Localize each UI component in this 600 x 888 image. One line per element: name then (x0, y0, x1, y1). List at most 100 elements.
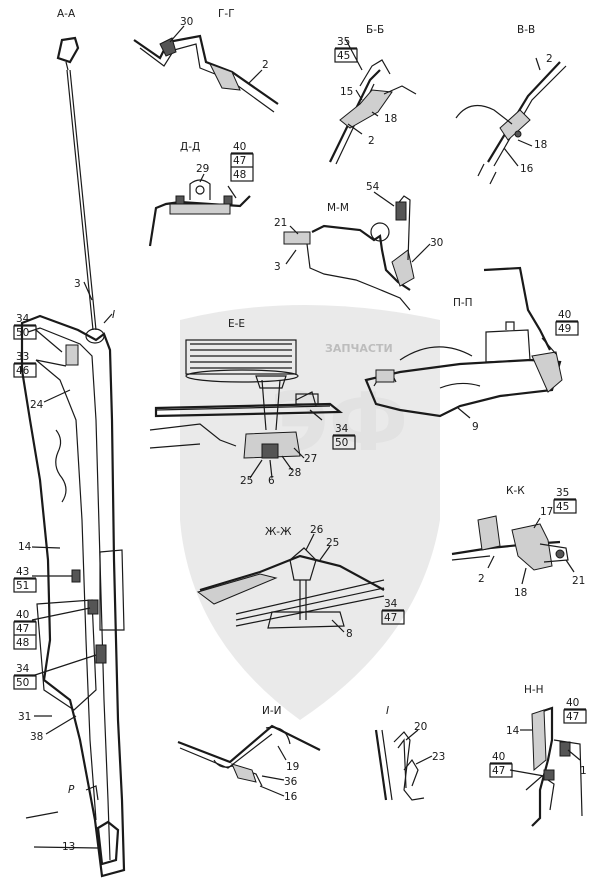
detail-i-marker: I (112, 309, 115, 321)
section-vv: В-В 2 18 16 (455, 24, 567, 185)
callout-3: 3 (74, 278, 81, 290)
callout-21-mm: 21 (274, 217, 287, 229)
box-40-47-48: 40 47 48 (13, 609, 37, 650)
watermark: ЗАПЧАСТИ ЭФ (180, 305, 440, 720)
section-title-aa: А-А (57, 8, 76, 20)
svg-text:35: 35 (556, 487, 569, 499)
svg-text:46: 46 (16, 365, 30, 377)
section-bb: Б-Б 15 2 18 35 45 (329, 24, 417, 165)
callout-2-vv: 2 (546, 53, 553, 65)
callout-21-kk: 21 (572, 575, 585, 587)
callout-23: 23 (432, 751, 445, 763)
callout-2-bb: 2 (368, 135, 375, 147)
svg-text:40: 40 (492, 751, 505, 763)
svg-text:50: 50 (16, 677, 29, 689)
callout-29: 29 (196, 163, 209, 175)
callout-2-gg: 2 (262, 59, 269, 71)
svg-text:35: 35 (337, 36, 350, 48)
callout-20: 20 (414, 721, 427, 733)
svg-text:33: 33 (16, 351, 29, 363)
callout-17: 17 (540, 506, 553, 518)
callout-19: 19 (286, 761, 299, 773)
svg-text:49: 49 (558, 323, 571, 335)
callout-13: 13 (62, 841, 75, 853)
svg-text:47: 47 (16, 623, 29, 635)
section-title-i: I (386, 705, 389, 717)
section-zhzh: Ж-Ж 26 25 8 34 47 (196, 524, 405, 640)
section-title-kk: К-К (506, 485, 525, 497)
svg-text:50: 50 (335, 437, 348, 449)
callout-9: 9 (472, 421, 479, 433)
callout-25-ee: 25 (240, 475, 253, 487)
section-mm: М-М 54 21 3 30 (274, 181, 443, 311)
svg-text:40: 40 (558, 309, 571, 321)
callout-16-ii: 16 (284, 791, 298, 803)
callout-6: 6 (268, 475, 275, 487)
svg-text:43: 43 (16, 566, 29, 578)
section-kk: К-К 17 2 18 21 35 45 (451, 485, 585, 599)
svg-text:40: 40 (16, 609, 29, 621)
svg-text:47: 47 (492, 765, 505, 777)
callout-2-kk: 2 (478, 573, 485, 585)
svg-text:45: 45 (556, 501, 569, 513)
callout-14-nn: 14 (506, 725, 520, 737)
section-ii: И-И 19 36 16 (177, 705, 321, 803)
callout-30-mm: 30 (430, 237, 443, 249)
box-34-47-zhzh: 34 47 (381, 598, 405, 625)
callout-54: 54 (366, 181, 380, 193)
section-dd: Д-Д 29 40 47 48 (148, 141, 254, 247)
callout-8: 8 (346, 628, 353, 640)
callout-18-bb: 18 (384, 113, 397, 125)
box-40-47-48-dd: 40 47 48 (230, 141, 254, 182)
svg-text:34: 34 (16, 313, 30, 325)
box-34-50-ee: 34 50 (332, 423, 356, 450)
section-gg: Г-Г 30 2 (133, 8, 279, 113)
callout-1: 1 (580, 765, 587, 777)
callout-15: 15 (340, 86, 353, 98)
box-43-51: 43 51 (13, 566, 37, 593)
box-34-50-bottom: 34 50 (13, 663, 37, 690)
section-title-vv: В-В (517, 24, 535, 36)
callout-36: 36 (284, 776, 298, 788)
box-35-45-kk: 35 45 (553, 487, 577, 514)
svg-text:34: 34 (384, 598, 398, 610)
section-title-gg: Г-Г (218, 8, 235, 20)
svg-text:47: 47 (233, 155, 246, 167)
svg-text:34: 34 (335, 423, 349, 435)
view-p-marker: P (68, 784, 75, 796)
detail-i: I 20 23 (374, 705, 445, 801)
section-title-nn: Н-Н (524, 684, 544, 696)
callout-14: 14 (18, 541, 32, 553)
callout-38: 38 (30, 731, 43, 743)
svg-text:40: 40 (566, 697, 579, 709)
box-40-47-nn-bottom: 40 47 (489, 751, 513, 778)
section-title-zhzh: Ж-Ж (265, 526, 292, 538)
section-nn: Н-Н 14 1 40 47 40 47 (489, 684, 587, 827)
callout-28: 28 (288, 467, 301, 479)
svg-text:48: 48 (233, 169, 246, 181)
section-pp: П-П 9 40 49 (364, 266, 579, 433)
svg-text:34: 34 (16, 663, 30, 675)
callout-18-vv: 18 (534, 139, 547, 151)
callout-18-kk: 18 (514, 587, 527, 599)
svg-text:40: 40 (233, 141, 246, 153)
box-40-49: 40 49 (555, 309, 579, 336)
callout-25-zhzh: 25 (326, 537, 339, 549)
box-40-47-nn-top: 40 47 (563, 697, 587, 724)
callout-26: 26 (310, 524, 324, 536)
svg-text:47: 47 (566, 711, 579, 723)
callout-24: 24 (30, 399, 44, 411)
section-title-bb: Б-Б (366, 24, 384, 36)
box-33-46: 33 46 (13, 351, 37, 378)
svg-text:48: 48 (16, 637, 29, 649)
svg-text:50: 50 (16, 327, 29, 339)
box-35-45-bb: 35 45 (334, 36, 358, 63)
svg-text:45: 45 (337, 50, 350, 62)
section-title-ee: Е-Е (228, 318, 245, 330)
svg-text:47: 47 (384, 612, 397, 624)
watermark-text: ЗАПЧАСТИ (325, 342, 393, 355)
section-aa: А-А (13, 8, 126, 878)
section-title-mm: М-М (327, 202, 349, 214)
